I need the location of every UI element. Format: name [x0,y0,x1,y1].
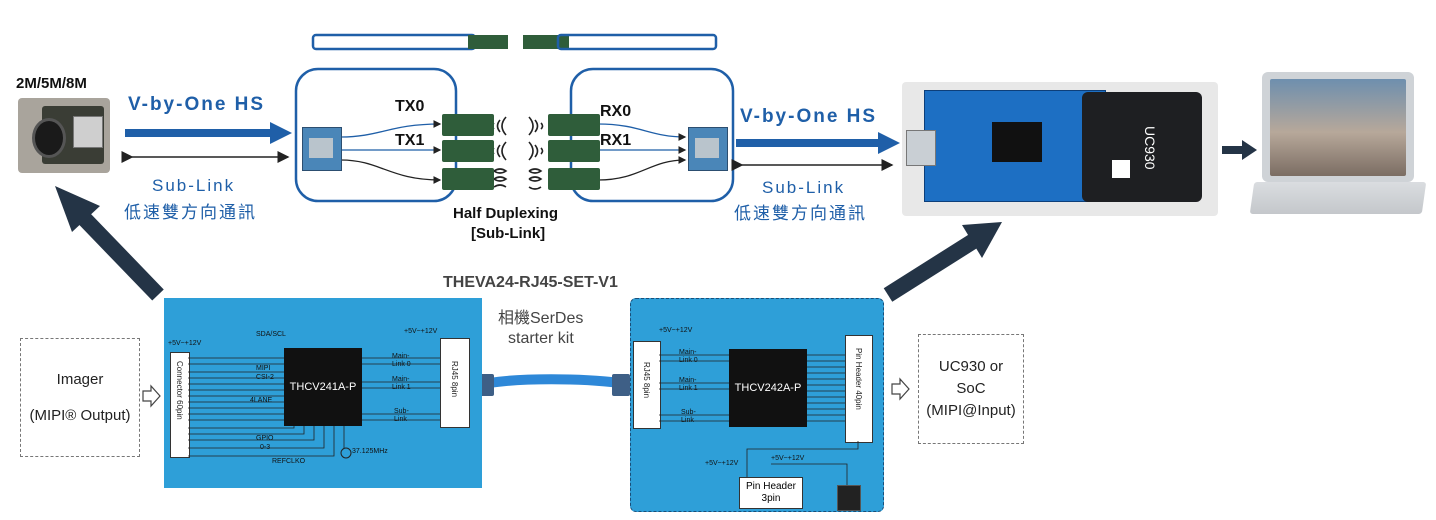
uc930-device-label: UC930 [1142,126,1158,170]
uc930-photo: UC930 [902,82,1218,216]
tx-main0-b: Link 0 [392,361,411,368]
camera-resolution-label: 2M/5M/8M [16,75,87,92]
imager-output-label: (MIPI® Output) [29,406,131,424]
strip-right [556,33,718,51]
sublink-label-left: Sub-Link [152,176,236,195]
rx0-label: RX0 [600,103,632,120]
thcv241a-chip: THCV241A-P [284,348,362,426]
tx1-label: TX1 [395,132,425,149]
imager-label: Imager [56,370,104,388]
vbyone-label-right: V-by-One HS [740,106,878,127]
rx-power-label-2: +5V~+12V [705,460,739,467]
half-duplex-sublink-label: [Sub-Link] [471,225,546,242]
tx-sub-a: Sub- [394,408,409,415]
soc-line2: SoC [956,380,986,397]
half-duplex-label: Half Duplexing [453,205,559,222]
tx-sda-label: SDA/SCL [256,331,286,338]
hollow-arrow-left [142,384,161,408]
tx-osc-label: 37.125MHz [352,448,388,455]
thcv242a-chip: THCV242A-P [729,349,807,427]
rj45-cable [489,374,621,388]
vbyone-label-left: V-by-One HS [128,94,266,115]
tx-power-label: +5V~+12V [168,340,202,347]
rx-main1-a: Main- [679,377,697,384]
imager-box: Imager (MIPI® Output) [20,338,140,457]
strip-board-left [468,35,508,49]
tx-board-panel: +5V~+12V Connector 60pin SDA/SCL MIPI CS… [164,298,482,488]
camera-photo [18,98,110,173]
tx-sub-board [442,168,494,190]
rx-power-label-3: +5V~+12V [771,455,805,462]
tx-gpio-range-label: 0-3 [260,444,271,451]
rx-main0-b: Link 0 [679,357,698,364]
tx0-board [442,114,494,136]
tx-connector: Connector 60pin [170,352,190,458]
rx-sub-a: Sub- [681,409,696,416]
rx-sub-b: Link [681,417,694,424]
rx-pinheader-label: Pin Header [745,481,797,492]
hollow-arrow-right [891,377,910,401]
kit-title: THEVA24-RJ45-SET-V1 [443,274,618,291]
rx-header-label: Pin Header 40pin [854,348,863,410]
sublink-label-right: Sub-Link [762,178,846,197]
dark-arrow-uc930 [883,233,980,302]
rx-rj45-label: RJ45 8pin [642,362,651,399]
sublink-cn-label-right: 低速雙方向通訊 [734,204,867,223]
tx-power-label-2: +5V~+12V [404,328,438,335]
rx-pin-header-40: Pin Header 40pin [845,335,873,443]
tx-main0-a: Main- [392,353,410,360]
sublink-cn-label-left: 低速雙方向通訊 [124,203,257,222]
soc-line3: (MIPI@Input) [926,402,1016,419]
tx-connector-label: Connector 60pin [175,361,184,420]
soc-box: UC930 or SoC (MIPI@Input) [918,334,1024,444]
tx1-board [442,140,494,162]
tx-rj45-label: RJ45 8pin [450,361,459,398]
rx-main0-a: Main- [679,349,697,356]
strip-board-right [523,35,569,49]
tx-rj45-connector: RJ45 8pin [440,338,470,428]
rx1-label: RX1 [600,132,632,149]
uc930-logo-icon [1112,160,1130,178]
laptop-keyboard [1249,182,1427,214]
tx-main1-a: Main- [392,376,410,383]
tx-rj45-jack-icon [302,127,342,171]
tx-board-traces [188,357,440,459]
tx-sub-b: Link [394,416,407,423]
rx-pin-header-3: Pin Header 3pin [739,477,803,509]
rx-rj45-jack-icon [688,127,728,171]
tx-lane-label: 4LANE [250,397,273,404]
rx1-board [548,140,600,162]
rx-pinheader-pins-label: 3pin [761,493,781,504]
rx-sub-board [548,168,600,190]
rx-power-label: +5V~+12V [659,327,693,334]
tx-gpio-label: GPIO [256,435,274,442]
rx-board-traces [659,354,859,485]
wireless-icons [491,116,544,190]
soc-line1: UC930 or [938,358,1004,375]
tx-mipi-label: MIPI [256,365,271,372]
rx0-board [548,114,600,136]
rx-rj45-connector: RJ45 8pin [633,341,661,429]
dc-jack-icon [837,485,861,511]
rx-board-panel: +5V~+12V RJ45 8pin Main- Link 0 Main- Li… [630,298,884,512]
rx-main1-b: Link 1 [679,385,698,392]
tx-refclk-label: REFCLKO [272,458,306,465]
tx0-label: TX0 [395,98,425,115]
laptop-icon [1262,72,1414,182]
kit-subtitle1: 相機SerDes [498,310,584,327]
dark-arrow-camera [70,204,164,301]
tx-csi-label: CSI-2 [256,374,274,381]
tx-main1-b: Link 1 [392,384,411,391]
kit-subtitle2: starter kit [508,330,574,347]
strip-left [311,33,477,51]
